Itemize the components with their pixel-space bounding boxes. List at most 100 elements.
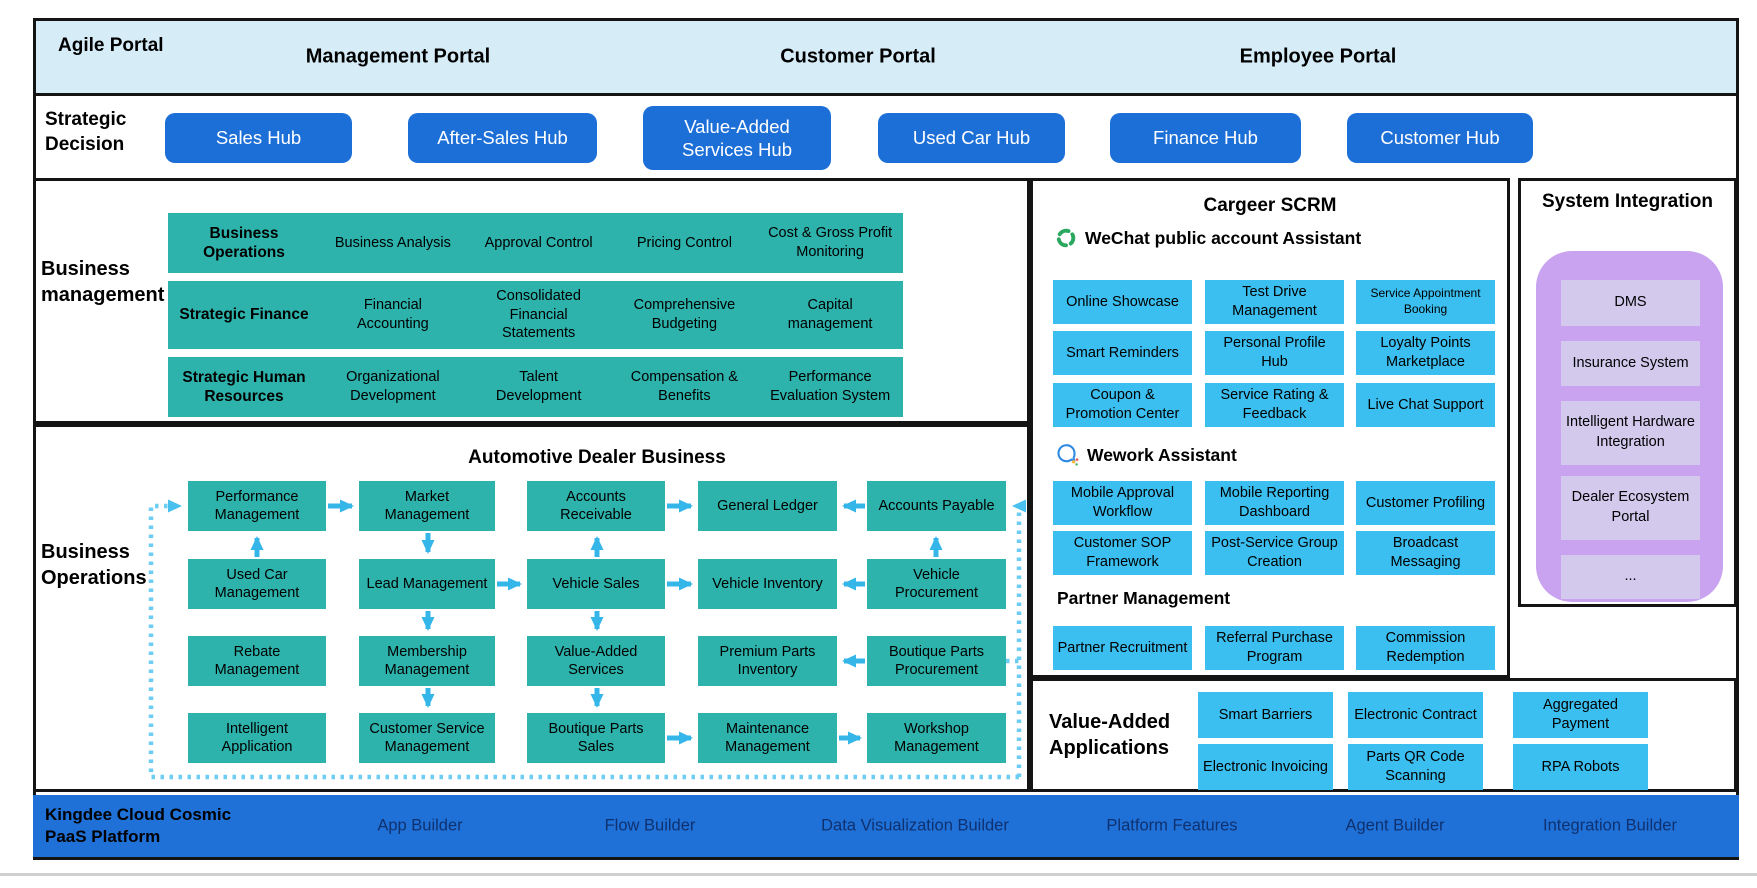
- scrm-box-commission-redemption: Commission Redemption: [1356, 626, 1495, 670]
- paas-item-agent-builder: Agent Builder: [1345, 816, 1445, 835]
- paas-item-flow-builder: Flow Builder: [604, 816, 696, 835]
- wework-section-title: Wework Assistant: [1087, 444, 1237, 465]
- strategic-decision-row: Strategic Decision Sales Hub After-Sales…: [33, 96, 1739, 178]
- integration-box-insurance: Insurance System: [1561, 341, 1700, 386]
- va-box-rpa-robots: RPA Robots: [1513, 744, 1648, 790]
- portal-title-employee: Employee Portal: [1239, 45, 1397, 68]
- flow-box-performance-management: Performance Management: [188, 481, 326, 531]
- wechat-section-header: WeChat public account Assistant: [1055, 227, 1361, 249]
- row-header: Strategic Finance: [179, 306, 309, 324]
- paas-item-integration-builder: Integration Builder: [1543, 816, 1677, 835]
- flow-arrows: [148, 499, 1026, 780]
- agile-portal-label: Agile Portal: [58, 35, 164, 56]
- flow-box-lead-management: Lead Management: [359, 559, 495, 609]
- flow-box-rebate-management: Rebate Management: [188, 636, 326, 686]
- va-box-smart-barriers: Smart Barriers: [1198, 692, 1333, 738]
- portal-title-management: Management Portal: [305, 45, 491, 68]
- va-box-aggregated-payment: Aggregated Payment: [1513, 692, 1648, 738]
- business-management-panel: Business management Business Operations …: [33, 178, 1030, 424]
- business-operations-panel: Business Operations Automotive Dealer Bu…: [33, 424, 1030, 792]
- scrm-box-coupon-promotion: Coupon & Promotion Center: [1053, 383, 1192, 427]
- wechat-icon: [1056, 228, 1076, 248]
- flow-box-customer-service-management: Customer Service Management: [359, 713, 495, 763]
- scrm-box-referral-purchase: Referral Purchase Program: [1205, 626, 1344, 670]
- flow-box-accounts-payable: Accounts Payable: [867, 481, 1006, 531]
- scrm-box-loyalty-points: Loyalty Points Marketplace: [1356, 331, 1495, 375]
- partner-section-header: Partner Management: [1057, 588, 1230, 609]
- row-item: Compensation & Benefits: [630, 369, 738, 404]
- biz-mgmt-row-finance: Strategic Finance Financial Accounting C…: [168, 281, 903, 349]
- business-management-label: Business management: [41, 258, 165, 306]
- agile-portal-bar: Agile Portal Management Portal Customer …: [33, 18, 1739, 96]
- scrm-box-test-drive: Test Drive Management: [1205, 280, 1344, 324]
- system-integration-title: System Integration: [1541, 191, 1714, 212]
- wechat-section-title: WeChat public account Assistant: [1085, 227, 1362, 248]
- integration-box-intelligent-hardware: Intelligent Hardware Integration: [1561, 401, 1700, 465]
- scrm-box-live-chat: Live Chat Support: [1356, 383, 1495, 427]
- flow-box-vehicle-procurement: Vehicle Procurement: [867, 559, 1006, 609]
- scrm-panel: Cargeer SCRM WeChat public account Assis…: [1030, 178, 1510, 678]
- value-added-label: Value-Added Applications: [1049, 711, 1171, 759]
- scrm-box-mobile-reporting: Mobile Reporting Dashboard: [1205, 481, 1344, 525]
- flow-box-used-car-management: Used Car Management: [188, 559, 326, 609]
- flow-box-maintenance-management: Maintenance Management: [698, 713, 837, 763]
- scrm-box-broadcast-messaging: Broadcast Messaging: [1356, 531, 1495, 575]
- row-item: Financial Accounting: [357, 297, 429, 332]
- scrm-box-smart-reminders: Smart Reminders: [1053, 331, 1192, 375]
- strategic-decision-label: Strategic Decision: [45, 109, 127, 155]
- row-header: Business Operations: [203, 224, 285, 261]
- biz-mgmt-row-operations: Business Operations Business Analysis Ap…: [168, 213, 903, 273]
- value-added-applications-panel: Value-Added Applications Smart Barriers …: [1030, 678, 1737, 792]
- row-item: Comprehensive Budgeting: [633, 297, 736, 332]
- row-item: Organizational Development: [346, 369, 440, 404]
- scrm-title: Cargeer SCRM: [1203, 195, 1337, 216]
- scrm-box-online-showcase: Online Showcase: [1053, 280, 1192, 324]
- paas-item-data-visualization-builder: Data Visualization Builder: [821, 816, 1009, 835]
- scrm-box-personal-profile: Personal Profile Hub: [1205, 331, 1344, 375]
- hub-value-added-services: Value-Added Services Hub: [643, 106, 831, 170]
- system-integration-panel: System Integration DMS Insurance System …: [1518, 178, 1737, 607]
- hub-sales: Sales Hub: [165, 113, 352, 163]
- portal-title-customer: Customer Portal: [780, 45, 936, 68]
- scrm-box-customer-profiling: Customer Profiling: [1356, 481, 1495, 525]
- business-operations-label: Business Operations: [41, 541, 147, 589]
- flow-box-vehicle-inventory: Vehicle Inventory: [698, 559, 837, 609]
- scrm-box-mobile-approval: Mobile Approval Workflow: [1053, 481, 1192, 525]
- flow-box-workshop-management: Workshop Management: [867, 713, 1006, 763]
- scrm-box-post-service-group: Post-Service Group Creation: [1205, 531, 1344, 575]
- integration-box-dealer-ecosystem: Dealer Ecosystem Portal: [1561, 476, 1700, 540]
- flow-box-value-added-services: Value-Added Services: [527, 636, 665, 686]
- wework-icon: [1057, 444, 1079, 466]
- hub-after-sales: After-Sales Hub: [408, 113, 597, 163]
- paas-platform-title: Kingdee Cloud Cosmic PaaS Platform: [45, 804, 232, 846]
- row-item: Approval Control: [484, 234, 593, 251]
- row-item: Cost & Gross Profit Monitoring: [768, 225, 893, 260]
- hub-customer: Customer Hub: [1347, 113, 1533, 163]
- scrm-box-service-rating: Service Rating & Feedback: [1205, 383, 1344, 427]
- row-item: Pricing Control: [636, 234, 732, 251]
- row-item: Consolidated Financial Statements: [496, 287, 581, 342]
- integration-box-more: ...: [1561, 555, 1700, 599]
- va-box-electronic-contract: Electronic Contract: [1348, 692, 1483, 738]
- wework-section-header: Wework Assistant: [1055, 443, 1237, 467]
- va-box-parts-qr-code: Parts QR Code Scanning: [1348, 744, 1483, 790]
- flowchart-title: Automotive Dealer Business: [468, 447, 726, 468]
- biz-mgmt-row-hr: Strategic Human Resources Organizational…: [168, 357, 903, 417]
- scrm-box-partner-recruitment: Partner Recruitment: [1053, 626, 1192, 670]
- scrm-box-service-appointment: Service Appointment Booking: [1356, 280, 1495, 324]
- va-box-electronic-invoicing: Electronic Invoicing: [1198, 744, 1333, 790]
- row-item: Business Analysis: [334, 234, 451, 251]
- flow-box-market-management: Market Management: [359, 481, 495, 531]
- row-item: Capital management: [787, 297, 873, 332]
- page-bottom-edge: [0, 873, 1757, 876]
- row-item: Talent Development: [495, 369, 582, 404]
- flow-box-accounts-receivable: Accounts Receivable: [527, 481, 665, 531]
- row-item: Performance Evaluation System: [770, 369, 891, 404]
- partner-section-title: Partner Management: [1057, 588, 1231, 608]
- flow-box-boutique-parts-procurement: Boutique Parts Procurement: [867, 636, 1006, 686]
- flow-box-membership-management: Membership Management: [359, 636, 495, 686]
- flow-box-premium-parts-inventory: Premium Parts Inventory: [698, 636, 837, 686]
- paas-item-app-builder: App Builder: [377, 816, 463, 835]
- flow-box-boutique-parts-sales: Boutique Parts Sales: [527, 713, 665, 763]
